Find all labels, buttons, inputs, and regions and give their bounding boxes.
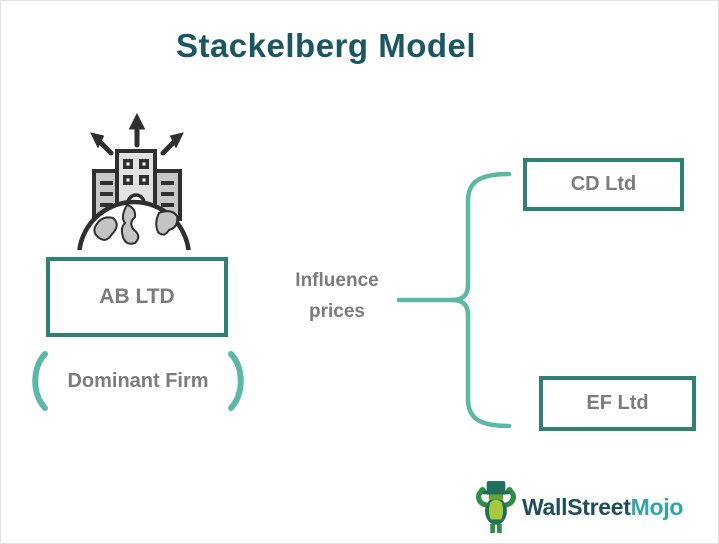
globe-icon xyxy=(77,199,191,250)
growth-arrows-icon xyxy=(90,112,184,156)
follower-firm-box-1: CD Ltd xyxy=(523,158,684,211)
building-growth-icon xyxy=(77,112,191,250)
right-parenthesis-icon xyxy=(228,351,244,411)
page-title: Stackelberg Model xyxy=(175,27,477,64)
dominant-firm-label: Dominant Firm xyxy=(67,369,209,392)
brace-connector-icon xyxy=(396,171,512,429)
brand-logo: WallStreetMojo xyxy=(475,480,683,534)
brand-name-dark: WallStreet xyxy=(522,493,631,520)
leader-firm-label: AB LTD xyxy=(99,285,175,308)
brand-name-accent: Mojo xyxy=(630,493,684,520)
follower-firm-label-1: CD Ltd xyxy=(570,173,637,195)
follower-firm-label-2: EF Ltd xyxy=(586,392,649,414)
left-parenthesis-icon xyxy=(32,351,48,411)
leader-firm-box: AB LTD xyxy=(46,257,228,337)
dominant-firm-tag: Dominant Firm xyxy=(27,349,249,413)
brand-name: WallStreetMojo xyxy=(522,494,683,521)
relation-label: Influence prices xyxy=(295,270,379,323)
wallstreetmojo-mascot-icon xyxy=(476,481,516,533)
follower-firm-box-2: EF Ltd xyxy=(539,376,696,431)
